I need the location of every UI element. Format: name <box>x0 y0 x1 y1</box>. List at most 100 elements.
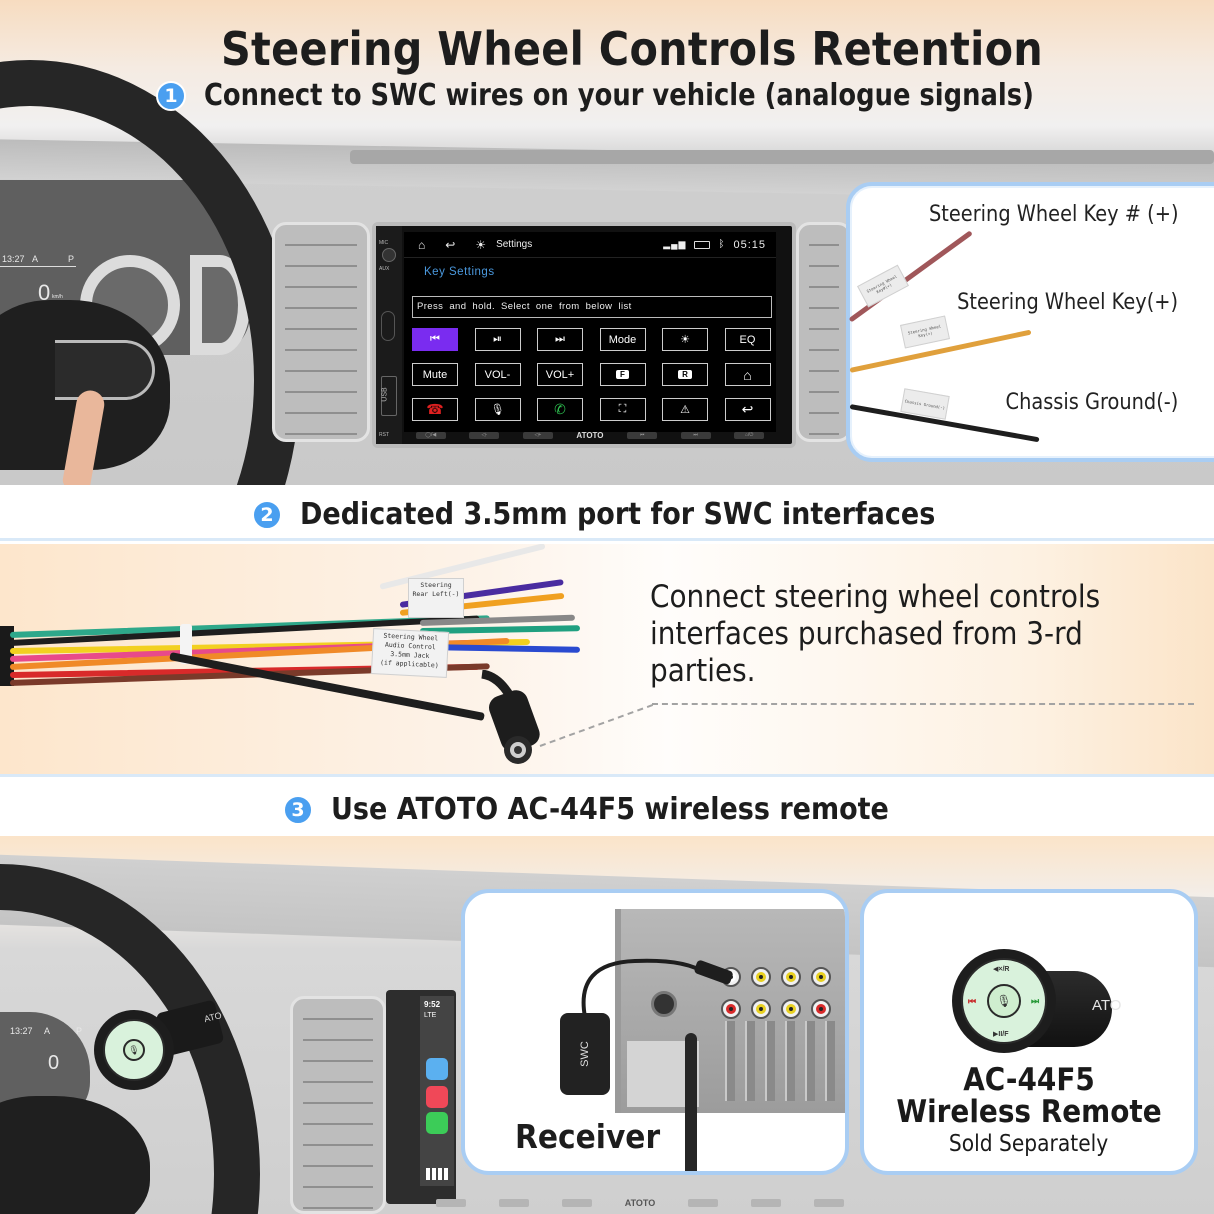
key-mute-button[interactable]: Mute <box>412 363 458 386</box>
key-mode-button[interactable]: Mode <box>599 328 646 351</box>
remote-mic-button[interactable]: 🎙 <box>987 984 1021 1018</box>
heatsink-fin <box>725 1021 735 1101</box>
step-1: 1 Connect to SWC wires on your vehicle (… <box>156 78 1169 113</box>
hw-button[interactable] <box>436 1199 467 1207</box>
status-bar: ⌂ ↩ ☀ Settings ▂▄▆ ᛒ 05:15 <box>404 232 776 258</box>
remote-model-number: AC-44F5 <box>963 1062 1095 1098</box>
back-icon[interactable]: ↩ <box>445 237 456 252</box>
remote-right-button[interactable]: ⏭ <box>1031 996 1040 1006</box>
home-icon[interactable]: ⌂ <box>418 237 426 252</box>
hw-home-button[interactable]: ⌂/⏻ <box>734 431 765 439</box>
rca-yellow-jack <box>781 967 801 987</box>
head-unit-side-panel: MIC AUX USB RST <box>376 226 402 444</box>
key-brightness-button[interactable]: ☀ <box>662 328 708 351</box>
carplay-screen: 9:52 LTE <box>420 996 454 1186</box>
usb-port[interactable] <box>381 376 397 416</box>
hw-next-button[interactable]: ⏭ <box>680 431 711 439</box>
key-answer-call-button[interactable]: ✆ <box>537 398 583 421</box>
front-camera-icon: F <box>616 370 629 379</box>
section-3-5mm-port: Steering Rear Left(-) Steering Wheel Aud… <box>0 544 1214 777</box>
hw-vol-up-button[interactable]: ◁+ <box>522 431 553 439</box>
carplay-time: 9:52 <box>424 1000 441 1009</box>
rca-yellow-jack <box>781 999 801 1019</box>
remote-top-button[interactable]: ◀×/R <box>993 966 1010 973</box>
remote-card: ATO ◀×/R ▶II/F ⏮ ⏭ 🎙 AC-44F5 Wireless Re… <box>860 889 1198 1175</box>
usb-label: USB <box>381 387 389 402</box>
aux-port[interactable] <box>382 248 396 262</box>
rear-camera-icon: R <box>678 370 692 379</box>
maps-app-icon[interactable] <box>426 1058 448 1080</box>
3-5mm-jack <box>481 670 540 764</box>
power-cable <box>685 1033 697 1171</box>
remote-model-name: Wireless Remote <box>896 1094 1162 1130</box>
key-front-camera-button[interactable]: F <box>599 363 646 386</box>
key-voice-button[interactable]: 🎙 <box>474 398 521 421</box>
key-next-track-button[interactable]: ⏭ <box>537 328 583 351</box>
air-vent-right <box>796 222 852 442</box>
hw-button[interactable] <box>561 1199 592 1207</box>
key-vol-down-button[interactable]: VOL- <box>474 363 521 386</box>
swc-wires-card: Steering Wheel Key # (+) Steering Wheel … <box>846 182 1214 462</box>
step-2-badge: 2 <box>252 499 282 530</box>
harness-tag-jack: Steering Wheel Audio Control 3.5mm Jack … <box>370 628 450 678</box>
wire-label-key: Steering Wheel Key(+) <box>957 290 1178 315</box>
app-grid-icon[interactable] <box>426 1168 448 1180</box>
step-2-text: Dedicated 3.5mm port for SWC interfaces <box>300 497 936 532</box>
hw-power-mute-button[interactable]: ◯/◀ <box>415 431 446 439</box>
key-play-pause-button[interactable]: ⏯ <box>474 328 521 351</box>
messages-app-icon[interactable] <box>426 1112 448 1134</box>
aux-label: AUX <box>379 266 390 272</box>
hw-button[interactable] <box>750 1199 781 1207</box>
rca-red-jack <box>811 999 831 1019</box>
step-1-text: Connect to SWC wires on your vehicle (an… <box>204 78 1034 113</box>
head-unit: MIC AUX USB RST ⌂ ↩ ☀ Settings ▂▄▆ ᛒ 05:… <box>372 222 796 448</box>
heatsink-fin <box>825 1021 835 1101</box>
callout-dashed-line <box>652 703 1194 705</box>
remote-mic-icon: 🎙 <box>123 1039 145 1061</box>
key-parking-view-button[interactable]: ⛶ <box>599 398 646 421</box>
rca-red-jack <box>721 999 741 1019</box>
rca-yellow-jack <box>751 999 771 1019</box>
hw-button[interactable] <box>813 1199 844 1207</box>
remote-left-button[interactable]: ⏮ <box>968 996 977 1006</box>
key-vol-up-button[interactable]: VOL+ <box>537 363 583 386</box>
music-app-icon[interactable] <box>426 1086 448 1108</box>
brightness-icon: ☀ <box>475 237 487 252</box>
step-2: 2 Dedicated 3.5mm port for SWC interface… <box>252 497 1006 532</box>
receiver-label: Receiver <box>515 1117 661 1156</box>
air-vent-left <box>272 222 370 442</box>
head-unit-screen: ⌂ ↩ ☀ Settings ▂▄▆ ᛒ 05:15 Key Settings … <box>404 232 776 432</box>
remote-bottom-button[interactable]: ▶II/F <box>993 1031 1009 1038</box>
key-back-button[interactable]: ↩ <box>724 398 771 421</box>
remote-note-text: Sold Separately <box>949 1131 1109 1157</box>
remote-on-wheel: 🎙 <box>94 1010 174 1090</box>
key-home-button[interactable]: ⌂ <box>724 363 771 386</box>
hw-prev-button[interactable]: ⏮ <box>627 431 658 439</box>
wire-label-ground: Chassis Ground(-) <box>1005 390 1178 415</box>
battery-icon <box>694 240 711 249</box>
signal-icon: ▂▄▆ <box>663 239 687 249</box>
step-3: 3 Use ATOTO AC-44F5 wireless remote <box>283 792 951 827</box>
hw-vol-down-button[interactable]: ◁- <box>469 431 500 439</box>
step-3-badge: 3 <box>283 794 313 825</box>
swc-cable <box>581 958 733 1018</box>
key-hang-up-button[interactable]: ☎ <box>412 398 458 421</box>
sd-card-slot[interactable] <box>381 311 395 341</box>
hw-button[interactable] <box>499 1199 530 1207</box>
brand-logo: ATOTO <box>576 430 604 440</box>
key-eq-button[interactable]: EQ <box>724 328 771 351</box>
heatsink-fin <box>785 1021 795 1101</box>
heatsink-fin <box>805 1021 815 1101</box>
rca-yellow-jack <box>751 967 771 987</box>
port-description: Connect steering wheel controls interfac… <box>650 579 1100 690</box>
head-unit-bottom-bar: ◯/◀ ◁- ◁+ ATOTO ⏮ ⏭ ⌂/⏻ <box>404 429 776 441</box>
receiver-card: SWC Receiver <box>461 889 849 1175</box>
key-prev-track-button[interactable]: ⏮ <box>412 328 458 351</box>
hw-button[interactable] <box>688 1199 719 1207</box>
page-title: Steering Wheel Controls Retention <box>220 22 1044 76</box>
key-dvr-button[interactable]: ⚠ <box>662 398 708 421</box>
step-3-header-band <box>0 780 1214 836</box>
remote-face: ◀×/R ▶II/F ⏮ ⏭ 🎙 <box>961 958 1047 1044</box>
key-rear-camera-button[interactable]: R <box>662 363 708 386</box>
step-2-header-band <box>0 485 1214 541</box>
